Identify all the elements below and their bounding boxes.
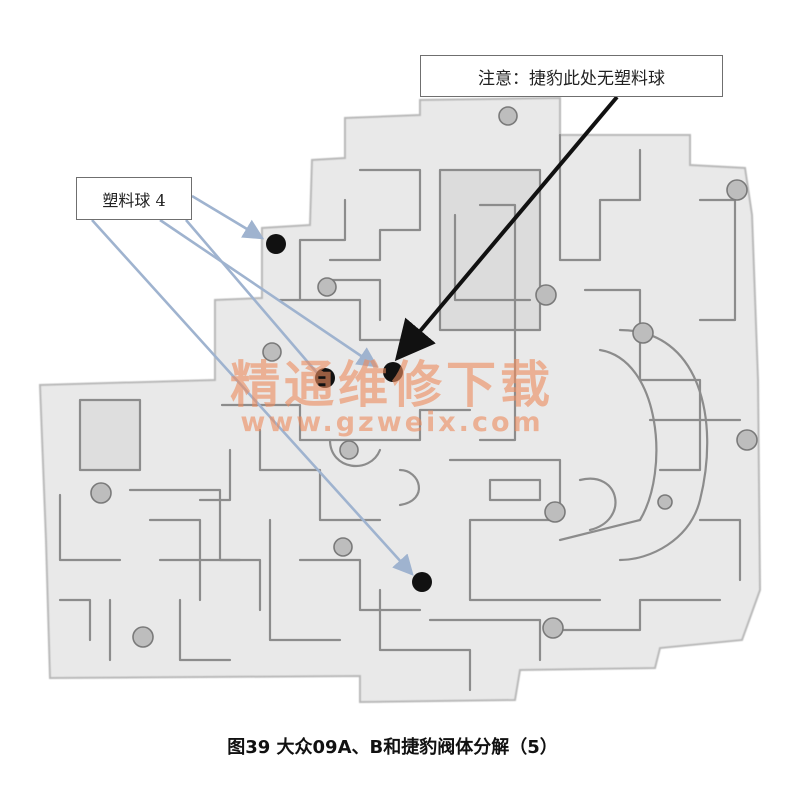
check-ball-3 [315,368,335,388]
watermark-text: 精通维修下载 [230,355,554,414]
check-balls [266,234,432,592]
note-label: 注意：捷豹此处无塑料球 [420,55,723,97]
ball-pointer-lines [91,194,414,576]
check-ball-2 [383,362,403,382]
check-ball-4 [412,572,432,592]
watermark-url: www.gzweix.com [240,407,544,438]
figure-caption: 图39 大众09A、B和捷豹阀体分解（5） [227,737,558,758]
note-arrow [394,95,619,362]
check-ball-1 [266,234,286,254]
plastic-ball-label: 塑料球 4 [76,177,192,220]
bolt-holes [90,106,758,648]
